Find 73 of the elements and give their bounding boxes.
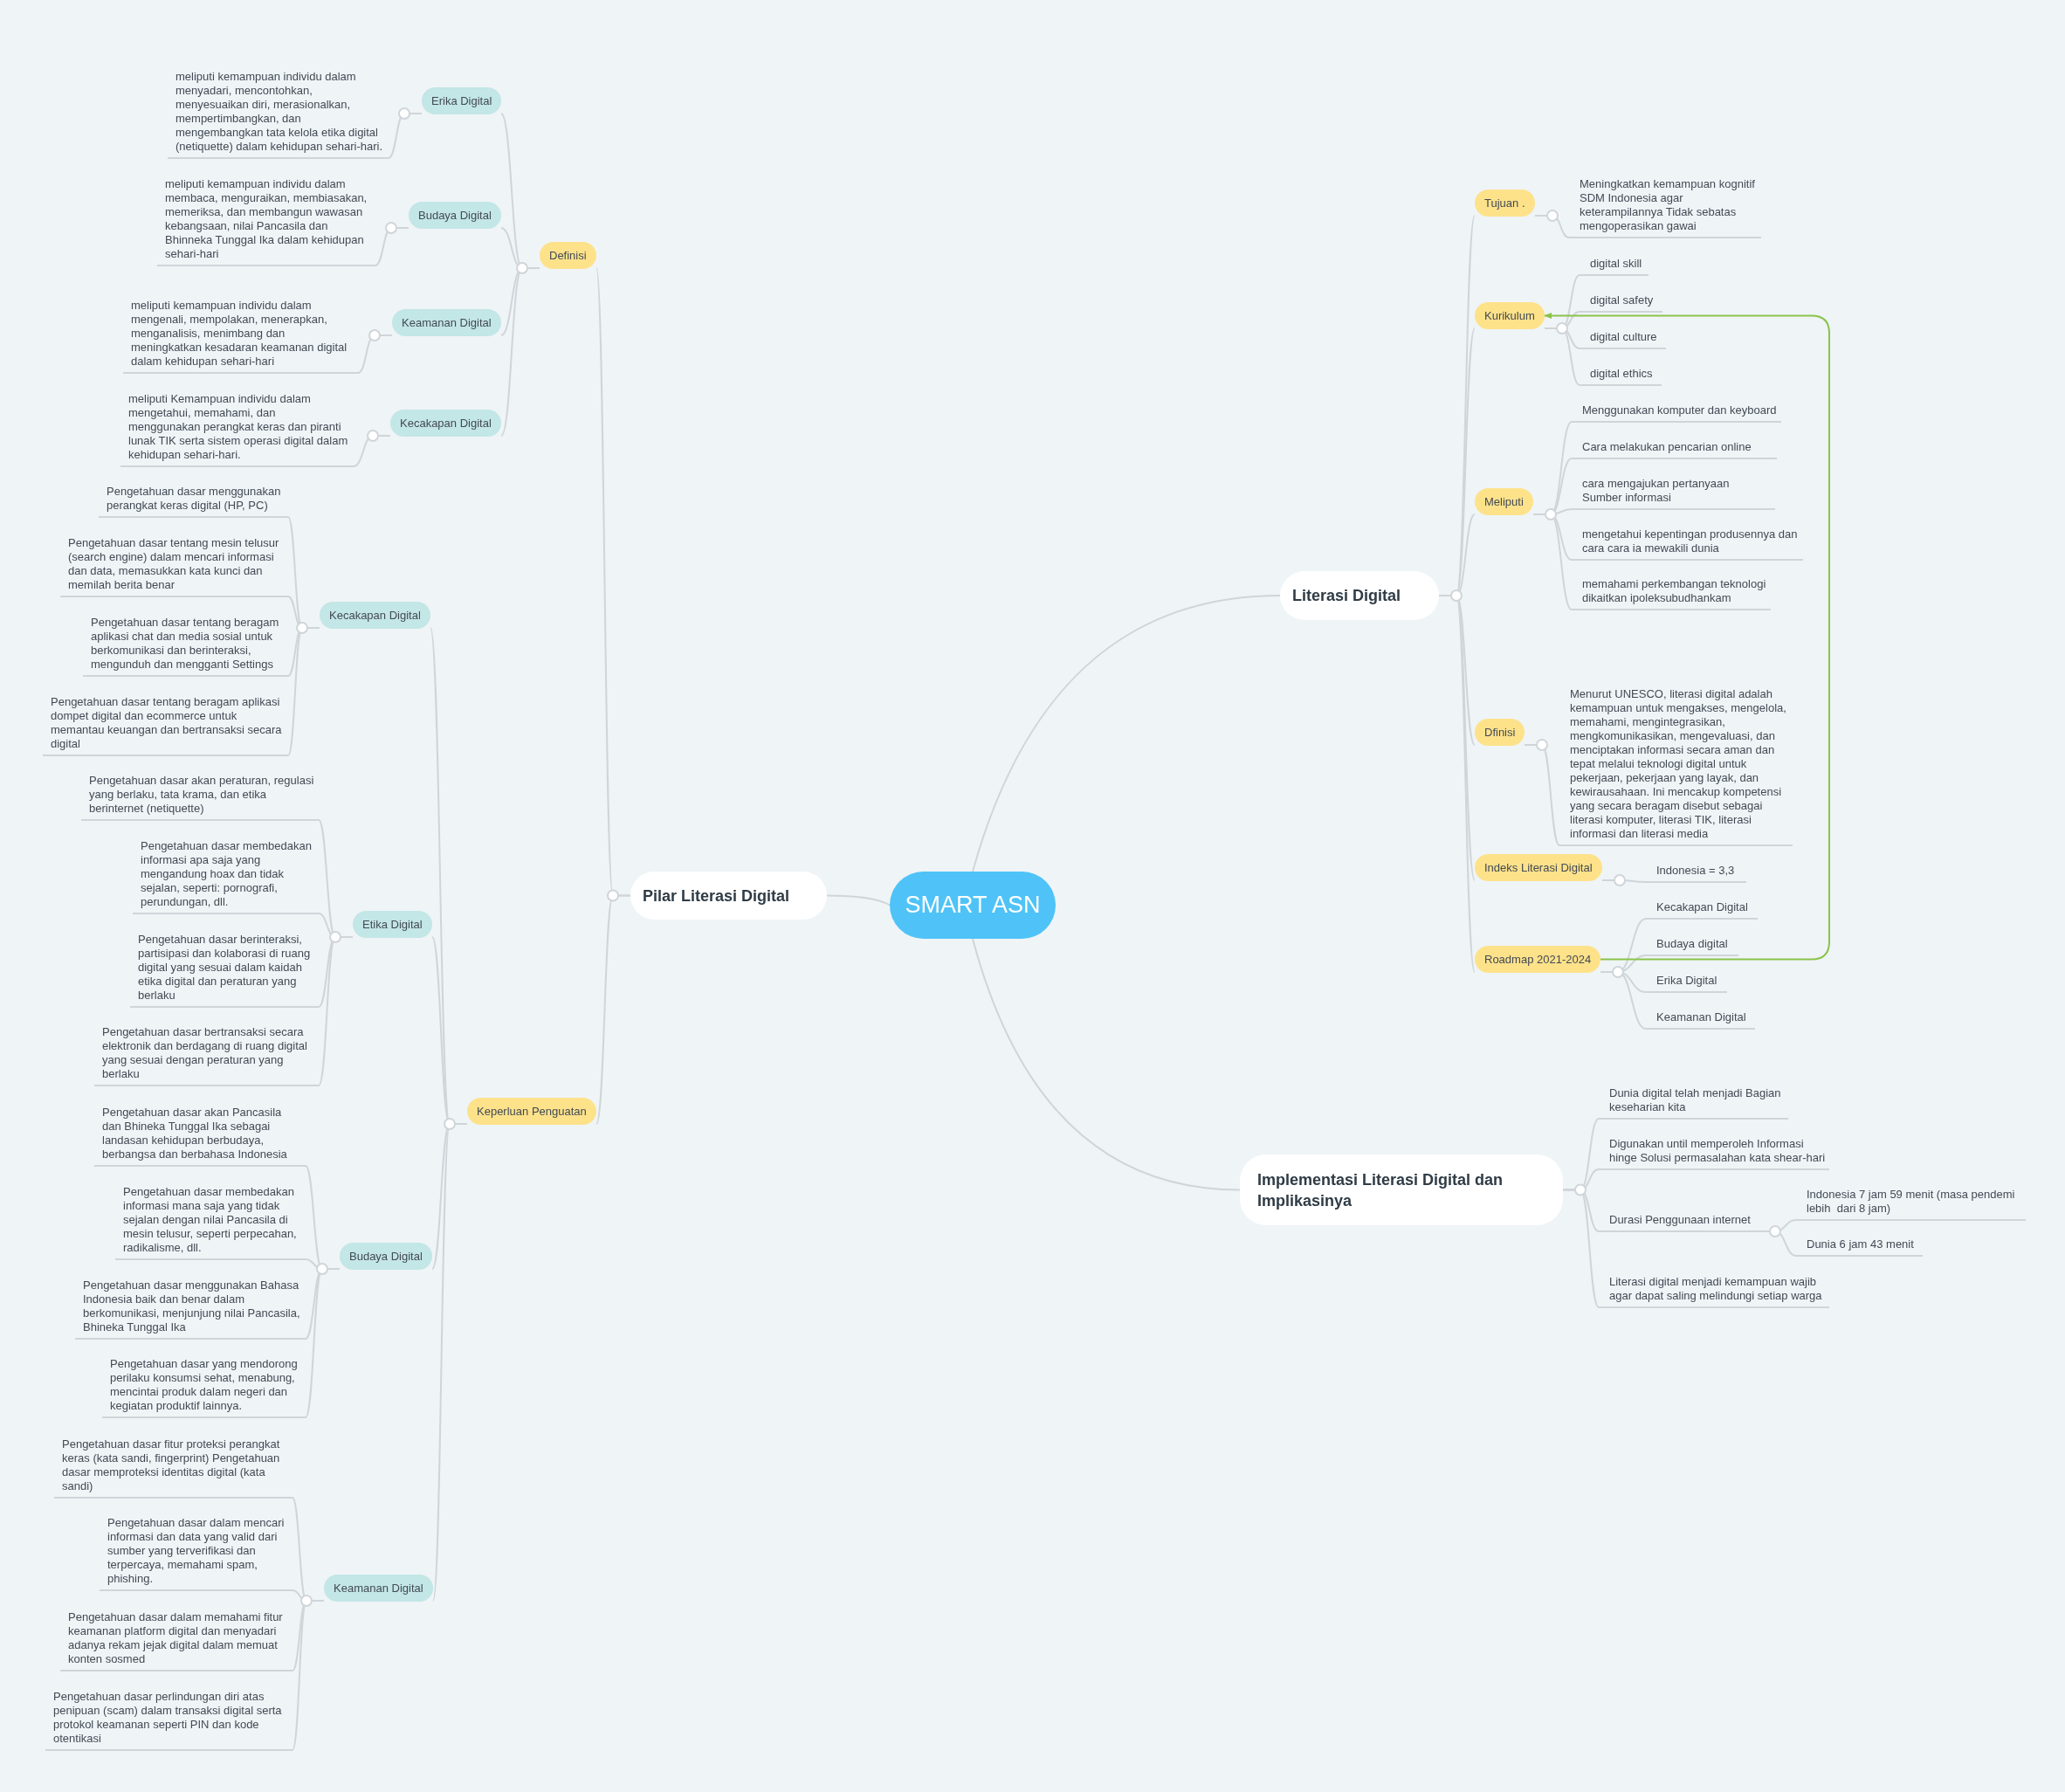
branch-note: digital culture [1580, 330, 1666, 349]
branch-line [1601, 879, 1647, 883]
branch-note: meliputi kemampuan individu dalam mengenali, mempolakan, menerapkan, menganalisis, menimbang dan meningkatkan kesadaran keamanan digital dalam kehidupan sehari-hari [123, 299, 358, 374]
branch-note: Pengetahuan dasar fitur proteksi perangkat keras (kata sandi, fingerprint) Pengetahuan dasar memproteksi identitas digital (kata sandi) [54, 1437, 293, 1499]
branch-note: Keamanan Digital [1646, 1010, 1755, 1030]
branch-note: digital safety [1580, 293, 1662, 313]
branch-note: cara mengajukan pertanyaan Sumber informasi [1572, 477, 1775, 510]
branch-note: Meningkatkan kemampuan kognitif SDM Indonesia agar keterampilannya Tidak sebatas mengoperasikan gawai [1569, 177, 1761, 238]
branch-note: Pengetahuan dasar membedakan informasi mana saja yang tidak sejalan dengan nilai Pancasila di mesin telusur, seperti perpecahan, radikalisme, dll. [115, 1185, 306, 1260]
subtopic-pill: Keamanan Digital [392, 309, 501, 336]
branch-line [595, 894, 631, 1125]
branch-note: Pengetahuan dasar tentang beragam aplikasi chat dan media sosial untuk berkomunikasi dan berinteraksi, mengunduh dan mengganti Settings [83, 616, 288, 677]
branch-note: Indonesia = 3,3 [1646, 864, 1746, 883]
branch-note: Pengetahuan dasar akan Pancasila dan Bhineka Tunggal Ika sebagai landasan kehidupan berbudaya, berbangsa dan berbahasa Indonesia [94, 1106, 306, 1167]
subtopic-pill: Keamanan Digital [324, 1575, 433, 1602]
branch-note: digital ethics [1580, 367, 1662, 386]
main-topic-bubble: Literasi Digital [1280, 571, 1439, 620]
central-topic-bubble: SMART ASN [890, 872, 1056, 939]
topic-pill: Roadmap 2021-2024 [1475, 946, 1601, 973]
topic-pill: Dfinisi [1475, 719, 1525, 746]
subtopic-pill: Budaya Digital [340, 1243, 432, 1270]
topic-pill: Meliputi [1475, 488, 1533, 515]
branch-note: Pengetahuan dasar dalam mencari informasi dan data yang valid dari sumber yang terverifikasi dan terpercaya, memahami spam, phishing. [100, 1516, 293, 1591]
branch-note: Kecakapan Digital [1646, 900, 1758, 920]
branch-note: mengetahui kepentingan produsennya dan cara cara ia mewakili dunia [1572, 527, 1803, 561]
branch-note: Dunia 6 jam 43 menit [1796, 1237, 1923, 1257]
branch-note: Pengetahuan dasar perlindungan diri atas penipuan (scam) dalam transaksi digital serta protokol keamanan seperti PIN dan kode otentikasi [45, 1690, 293, 1751]
branch-note: Cara melakukan pencarian online [1572, 440, 1777, 459]
branch-note: Indonesia 7 jam 59 menit (masa pendemi lebih dari 8 jam) [1796, 1188, 2026, 1221]
branch-note: Pengetahuan dasar menggunakan perangkat keras digital (HP, PC) [99, 485, 288, 518]
branch-note: Pengetahuan dasar berinteraksi, partisipasi dan kolaborasi di ruang digital yang sesuai dalam kaidah etika digital dan peraturan yang berlaku [130, 933, 319, 1008]
branch-note: Pengetahuan dasar membedakan informasi apa saja yang mengandung hoax dan tidak sejalan, seperti: pornografi, perundungan, dll. [133, 839, 319, 914]
branch-note: Menggunakan komputer dan keyboard [1572, 403, 1781, 423]
branch-line [826, 894, 891, 906]
branch-note: Menurut UNESCO, literasi digital adalah kemampuan untuk mengakses, mengelola, memahami, mengintegrasikan, mengkomunikasikan, mengevaluasi, dan menciptakan informasi secara aman dan tepat melalui teknologi digital untuk pekerjaan, pekerjaan yang layak, dan kewirausahaan. Ini mencakup kompetensi yang secara beragam disebut sebagai literasi komputer, literasi TIK, literasi informasi dan literasi media [1559, 687, 1793, 846]
topic-pill: Kurikulum [1475, 302, 1545, 329]
branch-line [1534, 215, 1570, 238]
subtopic-pill: Kecakapan Digital [390, 410, 501, 437]
branch-note: Pengetahuan dasar tentang beragam aplikasi dompet digital dan ecommerce untuk memantau keuangan dan bertransaksi secara digital [43, 695, 288, 756]
branch-note: Pengetahuan dasar akan peraturan, regulasi yang berlaku, tata krama, dan etika berinternet (netiquette) [81, 774, 319, 821]
branch-note: digital skill [1580, 257, 1649, 276]
topic-pill: Indeks Literasi Digital [1475, 854, 1602, 881]
topic-pill: Definisi [540, 242, 596, 269]
branch-note: meliputi kemampuan individu dalam menyadari, mencontohkan, menyesuaikan diri, merasionalkan, mempertimbangkan, dan mengembangkan tata kelola etika digital (netiquette) dalam kehidupan sehari-hari. [168, 70, 389, 159]
branch-note: Budaya digital [1646, 937, 1738, 956]
branch-note: Pengetahuan dasar bertransaksi secara elektronik dan berdagang di ruang digital yang sesuai dengan peraturan yang berlaku [94, 1025, 319, 1086]
branch-line [972, 595, 1281, 872]
main-topic-bubble: Pilar Literasi Digital [630, 872, 827, 920]
branch-note: Erika Digital [1646, 974, 1727, 993]
subtopic-pill: Kecakapan Digital [320, 602, 430, 629]
topic-pill: Keperluan Penguatan [467, 1098, 596, 1125]
branch-note: Pengetahuan dasar dalam memahami fitur keamanan platform digital dan menyadari adanya rekam jejak digital dalam memuat konten sosmed [60, 1610, 293, 1671]
branch-note: Pengetahuan dasar menggunakan Bahasa Indonesia baik dan benar dalam berkomunikasi, menjunjung nilai Pancasila, Bhineka Tunggal Ika [75, 1279, 306, 1340]
branch-note: meliputi kemampuan individu dalam membaca, menguraikan, membiasakan, memeriksa, dan membangun wawasan kebangsaan, nilai Pancasila dan Bhinneka Tunggal Ika dalam kehidupan sehari-hari [157, 177, 375, 266]
branch-line [388, 113, 423, 159]
subtopic-pill: Etika Digital [353, 911, 432, 938]
topic-pill: Tujuan . [1475, 190, 1535, 217]
branch-note: Pengetahuan dasar yang mendorong perilaku konsumsi sehat, menabung, mencintai produk dalam negeri dan kegiatan produktif lainnya. [102, 1357, 306, 1418]
branch-note: Literasi digital menjadi kemampuan wajib agar dapat saling melindungi setiap warga [1599, 1275, 1829, 1308]
branch-note: Durasi Penggunaan internet [1599, 1213, 1758, 1232]
branch-line [353, 435, 391, 467]
branch-note: Dunia digital telah menjadi Bagian keseharian kita [1599, 1086, 1788, 1120]
subtopic-pill: Erika Digital [422, 87, 502, 114]
subtopic-pill: Budaya Digital [409, 202, 501, 229]
branch-note: Pengetahuan dasar tentang mesin telusur (search engine) dalam mencari informasi dan data, memasukkan kata kunci dan memilah berita benar [60, 536, 288, 597]
main-topic-bubble: Implementasi Literasi Digital dan Implikasinya [1240, 1154, 1563, 1225]
branch-line [972, 938, 1241, 1191]
branch-note: Digunakan until memperoleh Informasi hinge Solusi permasalahan kata shear-hari [1599, 1137, 1829, 1170]
branch-line [375, 227, 410, 266]
branch-line [357, 334, 393, 374]
branch-note: memahami perkembangan teknologi dikaitkan ipoleksubudhankam [1572, 577, 1771, 610]
arrow [1544, 312, 1830, 961]
branch-note: meliputi Kemampuan individu dalam mengetahui, memahami, dan menggunakan perangkat keras dan piranti lunak TIK serta sistem operasi digital dalam kehidupan sehari-hari. [120, 392, 354, 467]
